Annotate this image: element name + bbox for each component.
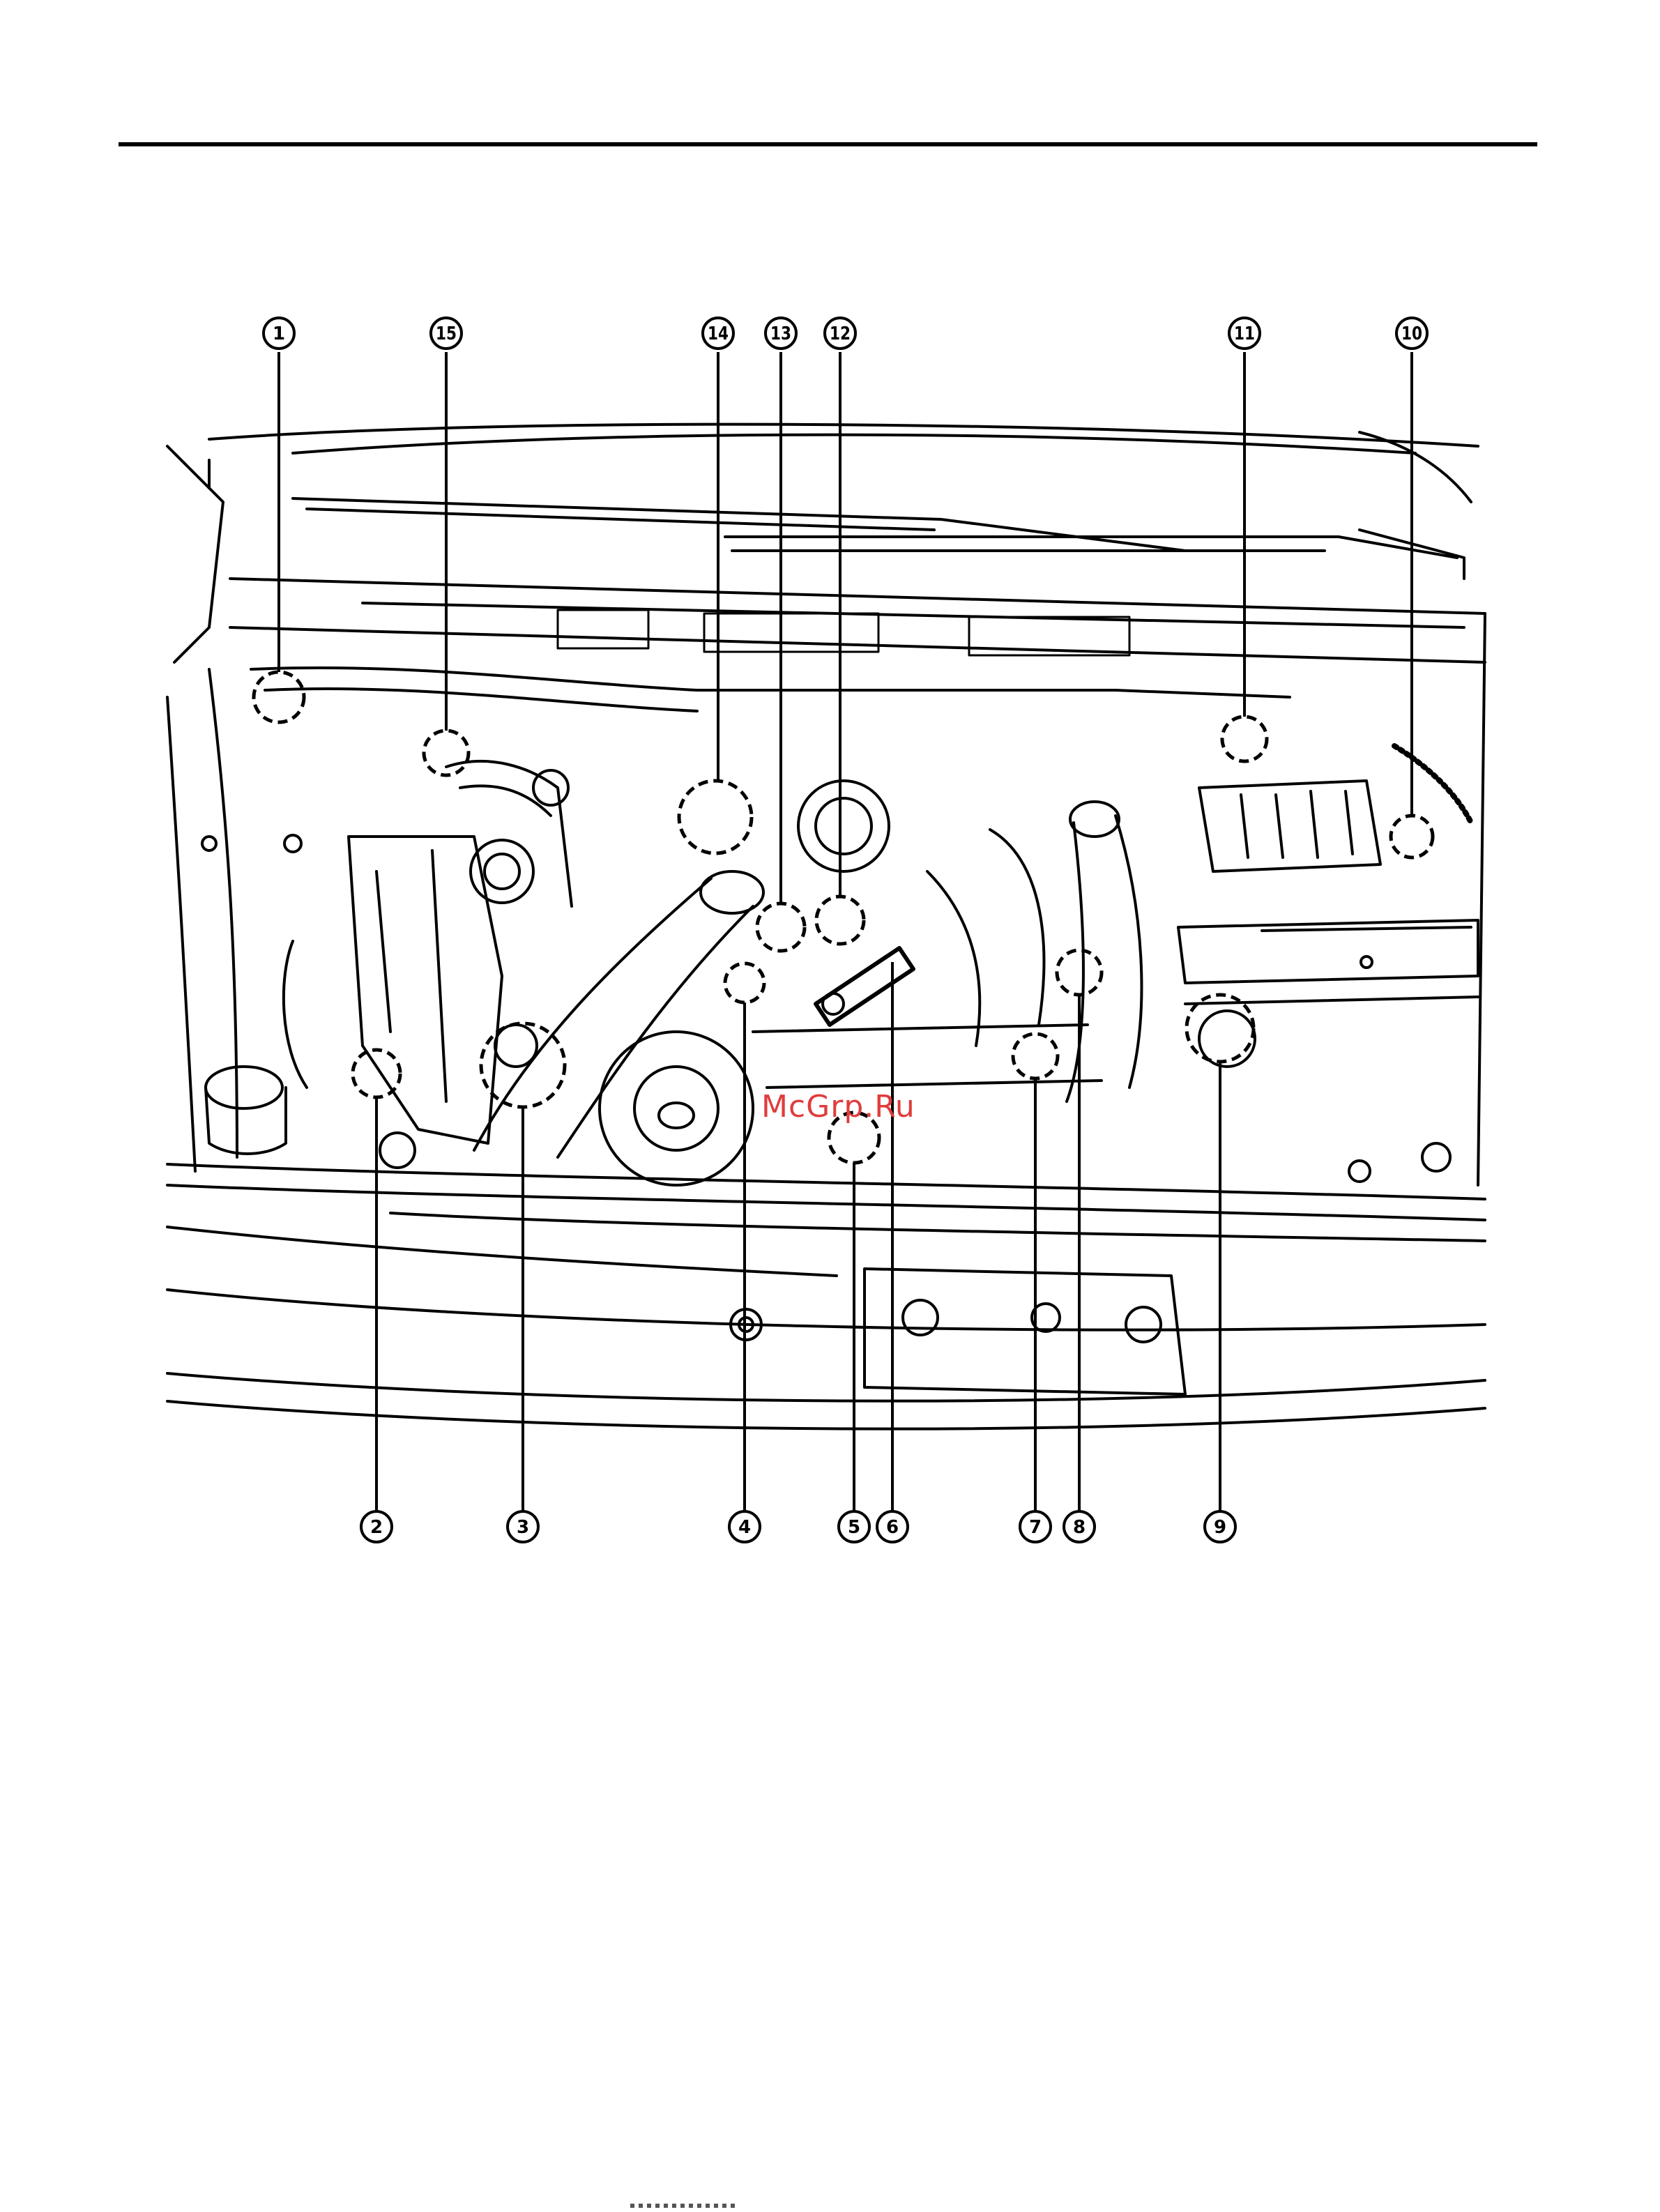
callout-12: 12 [825, 318, 855, 349]
callout-number: 7 [1029, 1517, 1042, 1538]
callout-number: 3 [517, 1517, 529, 1538]
callout-number: 14 [708, 323, 729, 344]
bottom-edge-mark [630, 2204, 735, 2208]
callout-circle-14 [679, 781, 752, 853]
callout-10: 10 [1396, 318, 1427, 349]
callout-circle-7 [1013, 1034, 1058, 1078]
callout-6: 6 [877, 1511, 908, 1542]
callout-number: 12 [830, 323, 851, 344]
callout-9: 9 [1205, 1511, 1235, 1542]
callout-13: 13 [766, 318, 796, 349]
callout-circle-12 [816, 897, 864, 944]
callout-3: 3 [508, 1511, 538, 1542]
callout-circle-1 [254, 672, 304, 722]
callout-number: 1 [273, 323, 285, 344]
callout-circle-15 [424, 731, 469, 775]
callout-8: 8 [1064, 1511, 1095, 1542]
engine-line-art [167, 425, 1485, 1429]
callout-number: 11 [1234, 323, 1255, 344]
callout-number: 6 [886, 1517, 899, 1538]
callout-number: 4 [738, 1517, 751, 1538]
callout-1: 1 [264, 318, 294, 349]
callout-14: 14 [703, 318, 733, 349]
callout-circle-11 [1222, 717, 1267, 761]
callout-number: 10 [1401, 323, 1422, 344]
callout-number: 8 [1073, 1517, 1086, 1538]
callout-4: 4 [729, 1511, 760, 1542]
callout-number: 15 [436, 323, 457, 344]
callout-5: 5 [839, 1511, 869, 1542]
callout-labels: 1 15 14 13 12 11 10 2 3 4 5 6 7 8 9 [264, 318, 1427, 1542]
callout-11: 11 [1229, 318, 1260, 349]
callout-circle-2 [353, 1050, 400, 1097]
callout-number: 13 [770, 323, 791, 344]
callout-circle-10 [1391, 816, 1433, 857]
callout-2: 2 [361, 1511, 392, 1542]
callout-circle-8 [1057, 950, 1102, 995]
watermark-text: McGrp.Ru [761, 1089, 915, 1124]
callout-7: 7 [1020, 1511, 1051, 1542]
callout-15: 15 [431, 318, 462, 349]
callout-circle-9 [1187, 995, 1254, 1062]
callout-number: 9 [1214, 1517, 1226, 1538]
callout-number: 5 [848, 1517, 860, 1538]
callout-number: 2 [370, 1517, 383, 1538]
callout-circle-13 [757, 903, 805, 951]
callout-circle-4 [725, 963, 764, 1002]
